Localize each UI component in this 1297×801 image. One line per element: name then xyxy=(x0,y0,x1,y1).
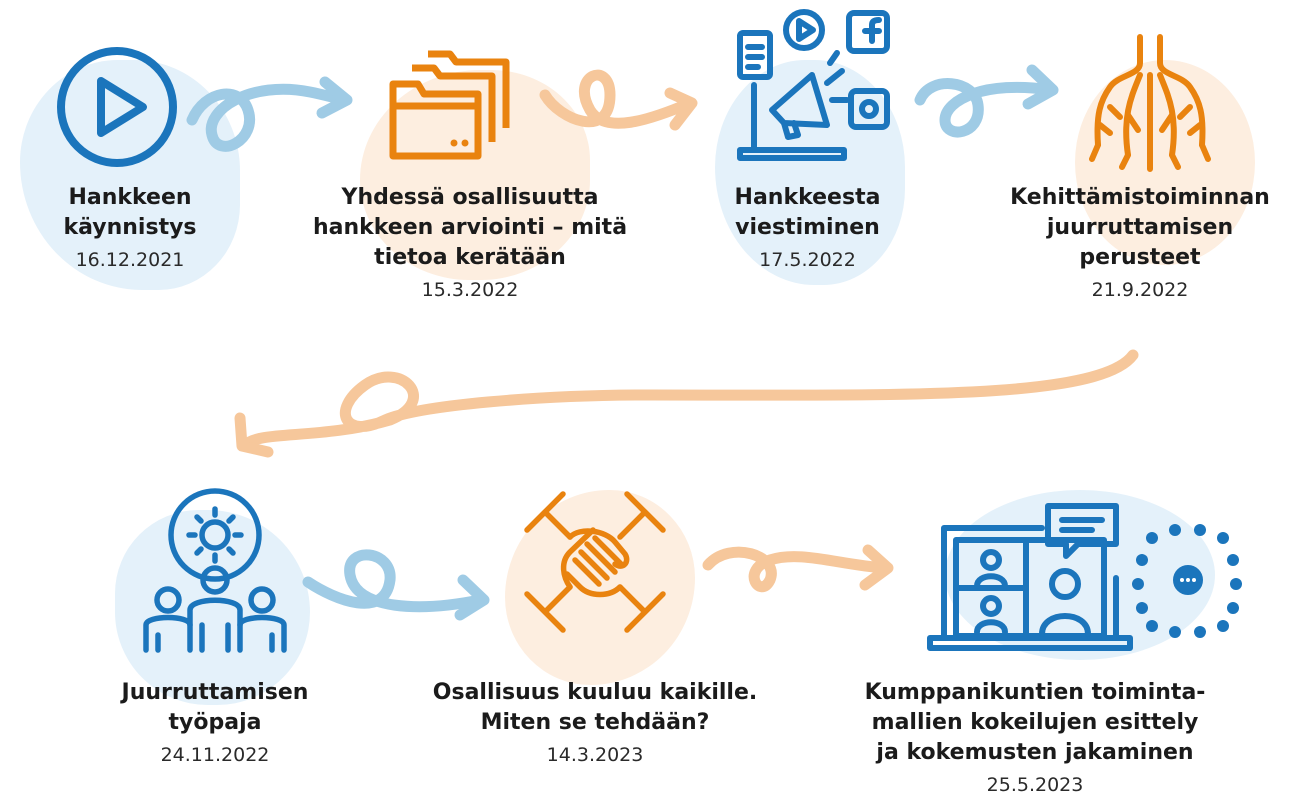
blob-5 xyxy=(115,510,310,705)
step-3: Hankkeesta viestiminen 17.5.2022 xyxy=(705,183,910,273)
arrow-4-to-5 xyxy=(239,349,1139,451)
joined-hands-icon xyxy=(524,491,666,633)
arrow-2-to-3 xyxy=(539,69,696,129)
arrow-5-to-6 xyxy=(302,549,486,613)
blob-3 xyxy=(715,60,905,285)
team-gear-icon xyxy=(143,488,287,653)
step-7-date: 25.5.2023 xyxy=(986,774,1084,796)
step-1: Hankkeen käynnistys 16.12.2021 xyxy=(20,183,240,273)
arrow-1-to-2-head xyxy=(316,76,353,119)
step-1-date: 16.12.2021 xyxy=(75,249,185,271)
step-4-title: Kehittämistoiminnan juurruttamisen perus… xyxy=(1010,185,1270,270)
roots-icon xyxy=(1089,34,1211,172)
arrow-4-to-5-head xyxy=(234,412,274,458)
arrow-3-to-4 xyxy=(914,78,1056,138)
play-icon xyxy=(57,47,177,167)
step-7: Kumppanikuntien toiminta- mallien kokeil… xyxy=(835,678,1235,798)
step-6: Osallisuus kuuluu kaikille. Miten se teh… xyxy=(405,678,785,768)
arrow-6-to-7 xyxy=(702,546,891,593)
step-4: Kehittämistoiminnan juurruttamisen perus… xyxy=(990,183,1290,303)
step-6-date: 14.3.2023 xyxy=(546,744,644,766)
arrow-5-to-6-head xyxy=(454,574,490,621)
arrow-1-to-2 xyxy=(186,83,351,152)
step-6-title: Osallisuus kuuluu kaikille. Miten se teh… xyxy=(432,680,758,735)
step-2: Yhdessä osallisuutta hankkeen arviointi … xyxy=(285,183,655,303)
step-5-date: 24.11.2022 xyxy=(160,744,270,766)
step-7-title: Kumppanikuntien toiminta- mallien kokeil… xyxy=(864,680,1206,765)
step-4-date: 21.9.2022 xyxy=(1091,279,1189,301)
step-3-date: 17.5.2022 xyxy=(759,249,856,271)
folders-icon xyxy=(389,50,510,160)
step-5: Juurruttamisen työpaja 24.11.2022 xyxy=(90,678,340,768)
step-2-title: Yhdessä osallisuutta hankkeen arviointi … xyxy=(312,185,628,270)
step-3-title: Hankkeesta viestiminen xyxy=(734,185,881,240)
arrow-6-to-7-head xyxy=(859,544,894,591)
step-5-title: Juurruttamisen työpaja xyxy=(121,680,309,735)
step-2-date: 15.3.2022 xyxy=(421,279,519,301)
megaphone-laptop-icon xyxy=(737,9,890,161)
step-1-title: Hankkeen käynnistys xyxy=(63,185,197,240)
video-meeting-icon xyxy=(927,503,1242,651)
arrow-3-to-4-head xyxy=(1022,64,1059,110)
arrow-2-to-3-head xyxy=(664,87,698,131)
